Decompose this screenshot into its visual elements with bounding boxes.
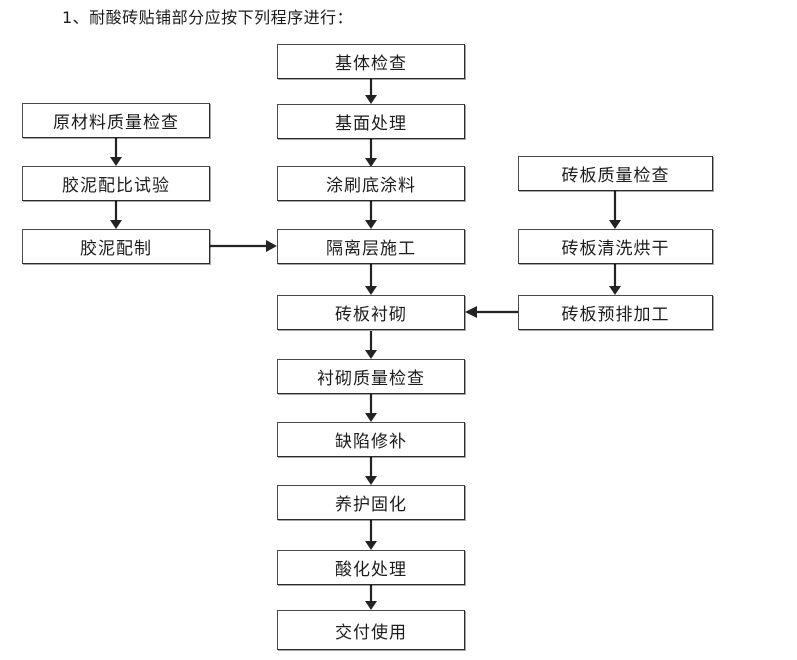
page-title: 1、耐酸砖贴铺部分应按下列程序进行： (62, 8, 354, 27)
arrow-acidification-to-delivery (365, 585, 377, 610)
node-primer-coating[interactable]: 涂刷底涂料 (277, 166, 465, 201)
node-tile-quality-check[interactable]: 砖板质量检查 (518, 156, 713, 191)
node-mortar-ratio-test[interactable]: 胶泥配比试验 (22, 166, 210, 201)
node-defect-repair[interactable]: 缺陷修补 (277, 422, 465, 457)
arrow-tile-quality-check-to-tile-wash-dry (609, 191, 621, 229)
arrow-lining-quality-check-to-defect-repair (365, 394, 377, 422)
node-base-surface-treatment[interactable]: 基面处理 (277, 104, 465, 139)
arrow-isolation-layer-to-tile-lining (365, 264, 377, 295)
arrow-raw-material-check-to-mortar-ratio-test (110, 138, 122, 166)
node-acidification[interactable]: 酸化处理 (277, 550, 465, 585)
node-substrate-inspection[interactable]: 基体检查 (277, 44, 465, 79)
node-mortar-preparation[interactable]: 胶泥配制 (22, 229, 210, 264)
arrow-mortar-ratio-test-to-mortar-preparation (110, 201, 122, 229)
arrow-tile-wash-dry-to-tile-pre-arrange (609, 264, 621, 295)
arrow-substrate-inspection-to-base-surface-treatment (365, 78, 377, 104)
arrow-defect-repair-to-curing (365, 457, 377, 485)
node-raw-material-check[interactable]: 原材料质量检查 (22, 103, 210, 138)
node-isolation-layer[interactable]: 隔离层施工 (277, 229, 465, 264)
arrow-mortar-preparation-to-isolation-layer (210, 240, 277, 252)
node-tile-pre-arrange[interactable]: 砖板预排加工 (518, 295, 713, 330)
arrow-base-surface-treatment-to-primer-coating (365, 139, 377, 167)
node-tile-wash-dry[interactable]: 砖板清洗烘干 (518, 229, 713, 264)
node-lining-quality-check[interactable]: 衬砌质量检查 (277, 359, 465, 394)
node-delivery[interactable]: 交付使用 (277, 610, 465, 650)
node-curing[interactable]: 养护固化 (277, 485, 465, 520)
arrow-tile-lining-to-lining-quality-check (365, 331, 377, 359)
arrow-tile-pre-arrange-to-tile-lining (465, 306, 518, 318)
arrow-curing-to-acidification (365, 520, 377, 550)
arrow-primer-coating-to-isolation-layer (365, 201, 377, 229)
node-tile-lining[interactable]: 砖板衬砌 (277, 295, 465, 330)
